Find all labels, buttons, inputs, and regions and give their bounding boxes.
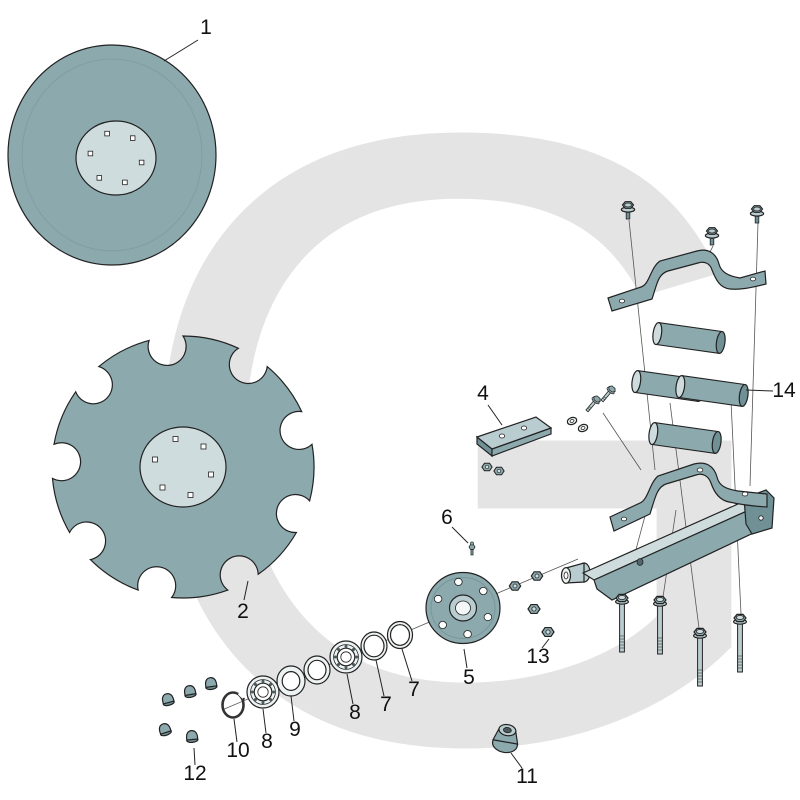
label-part-12: 12: [183, 762, 206, 785]
label-part-14: 14: [772, 379, 796, 402]
part-8-bearing-1: [246, 675, 280, 709]
flange-bore: [455, 600, 471, 616]
leader-part4: [487, 404, 503, 426]
label-part-8b: 8: [261, 730, 273, 753]
part-7-ring-1: [360, 631, 388, 661]
hex-nut: [481, 462, 493, 472]
housing-hole: [636, 558, 644, 566]
label-part-1: 1: [200, 16, 212, 39]
part-8-bearing-2: [329, 640, 363, 674]
saddle-bracket: [609, 462, 768, 532]
leader-part5: [463, 648, 468, 669]
leader-part8b: [262, 708, 267, 734]
label-part-13: 13: [526, 645, 549, 668]
disc-hub: [75, 120, 157, 196]
guide-line: [602, 412, 642, 471]
label-part-10: 10: [226, 739, 249, 762]
part-1-plain-disc: [7, 44, 217, 266]
leader-lines: [163, 39, 774, 769]
label-part-4: 4: [477, 382, 489, 405]
hex-nut: [541, 626, 555, 638]
clamp-hole: [750, 276, 757, 282]
part-11-bushing: [491, 723, 519, 754]
label-part-9: 9: [289, 718, 301, 741]
u-clamp-bracket: [607, 249, 767, 312]
stub-axle-bore: [563, 571, 569, 580]
hex-nut: [493, 466, 505, 476]
guide-line: [749, 222, 759, 487]
part-9-seal-ring: [276, 665, 306, 697]
plate-top-face: [475, 416, 553, 450]
disc-hub: [139, 426, 227, 508]
flange-bolt-holes: [433, 577, 493, 639]
label-part-2: 2: [237, 600, 249, 623]
label-part-6: 6: [441, 506, 453, 529]
plate-hole: [521, 425, 528, 431]
leader-part10: [233, 718, 238, 743]
hub-bolt-holes: [87, 130, 145, 186]
label-part-11: 11: [516, 765, 538, 788]
end-flange-hole: [758, 515, 764, 521]
leader-part2: [243, 580, 249, 601]
leader-part13: [541, 638, 550, 649]
hex-nut: [508, 581, 522, 591]
leader-part6: [451, 526, 469, 544]
leader-part1: [163, 39, 199, 62]
clamp-hole: [619, 298, 626, 304]
plate-hole: [498, 433, 505, 439]
part-4-clamp-plate: [475, 416, 553, 476]
part-5-hub-flange: [425, 571, 501, 645]
leader-part9: [290, 695, 295, 722]
flange-rim-line: [430, 577, 496, 639]
hex-nut: [527, 603, 541, 615]
leader-part8a: [346, 673, 354, 705]
disc-rim-line: [21, 58, 203, 252]
leader-part14: [745, 389, 774, 392]
label-part-8a: 8: [349, 701, 361, 724]
leader-part7b: [375, 659, 385, 697]
part-6-grease-fitting: [468, 541, 476, 556]
label-part-5: 5: [463, 666, 475, 689]
saddle-hole: [696, 467, 704, 473]
part-7-ring-2: [386, 620, 414, 650]
label-part-7a: 7: [408, 678, 420, 701]
leader-part7a: [401, 648, 413, 682]
saddle-hole: [741, 491, 749, 497]
part-number-labels: 1 2 4 5 6 7 7 8 8 9 10 11 12 13 14: [183, 16, 796, 788]
leader-part11: [510, 752, 523, 769]
hub-bolt-holes: [152, 436, 214, 498]
saddle-hole: [621, 516, 628, 522]
spacer-ring: [303, 655, 331, 685]
hex-nut: [530, 571, 544, 581]
label-part-7b: 7: [380, 693, 392, 716]
leader-part12: [193, 747, 196, 766]
part-2-notched-disc: [51, 335, 315, 599]
